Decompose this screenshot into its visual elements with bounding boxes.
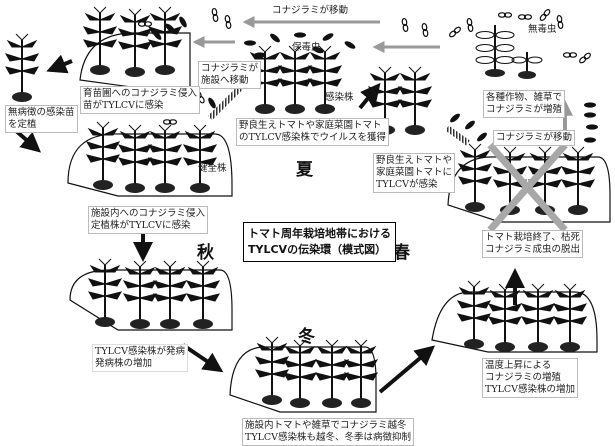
arrow-seedling-to-facility: [13, 128, 42, 153]
label-infected-plant: 感染株: [325, 92, 354, 103]
label-symptom-onset: TYLCV感染株が発病 発病株の増加: [92, 344, 189, 372]
end-greenhouse: [447, 142, 611, 233]
transplant-seedling: [5, 33, 39, 103]
summer-greenhouse: [67, 121, 233, 197]
label-virus-acquisition: 野良生えトマトや家庭菜園トマト のTYLCV感染株でウイルスを獲得: [236, 118, 390, 146]
label-facility-infection: 施設内へのコナジラミ侵入 定植株がTYLCVに感染: [88, 206, 209, 234]
winter-greenhouse: [229, 336, 378, 413]
label-nursery-infection: 育苗圃へのコナジラミ侵入 苗がTYLCVに感染: [80, 86, 201, 114]
season-summer: 夏: [296, 160, 313, 180]
arrow-to-volunteer: [358, 82, 381, 110]
season-spring: 春: [393, 243, 410, 263]
season-winter: 冬: [298, 327, 315, 347]
arrow-nursery-to-seedling: [46, 54, 73, 74]
label-whitefly-move-right: コナジラミが移動: [493, 130, 576, 146]
diagram-title: トマト周年栽培地帯における TYLCVの伝染環（模式図）: [243, 222, 396, 262]
label-crops-weeds: 各種作物、雑草で コナジラミが増殖: [483, 90, 566, 118]
season-autumn: 秋: [197, 243, 214, 263]
label-non-viruliferous: 無毒虫: [528, 24, 557, 35]
label-healthy-plant: 健全株: [198, 163, 227, 174]
label-end-cultivation: トマト栽培終了、枯死 コナジラミ成虫の脱出: [482, 230, 584, 258]
spring-greenhouse: [431, 280, 598, 353]
hatched-arrow-to-summer: [207, 85, 243, 121]
arrow-autumn-to-winter: [181, 343, 224, 373]
label-volunteer-infection: 野良生えトマトや 家庭菜園トマトに TYLCVが感染: [373, 153, 456, 193]
label-transplant: 無病徴の感染苗 を定植: [5, 105, 78, 133]
autumn-greenhouse: [69, 258, 233, 331]
hatched-arrow-to-end: [445, 125, 470, 146]
label-spring-increase: 温度上昇による コナジラミの増殖 TYLCV感染株の増加: [482, 358, 579, 398]
label-whitefly-move-top: コナジラミが移動: [272, 5, 349, 16]
label-viruliferous: 保毒虫: [292, 42, 321, 53]
nursery-greenhouse: [79, 6, 191, 96]
crops-weeds-plants: [475, 25, 543, 79]
arrow-winter-to-spring: [378, 345, 436, 394]
label-whitefly-to-facility: コナジラミが 施設へ移動: [198, 61, 262, 89]
label-overwinter: 施設内トマトや雑草でコナジラミ越冬 TYLCV感染株も越冬、冬季は病徴抑制: [242, 418, 415, 446]
